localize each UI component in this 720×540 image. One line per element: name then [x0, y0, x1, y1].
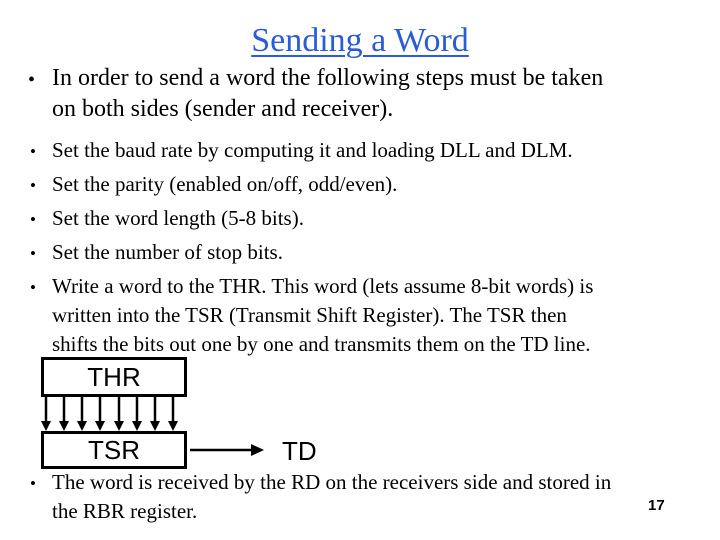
step-line: Set the baud rate by computing it and lo…: [52, 138, 573, 162]
intro-bullet: • In order to send a word the following …: [0, 63, 712, 125]
down-arrows-icon: [41, 397, 178, 431]
right-arrow-icon: [190, 444, 264, 456]
step-line: Set the word length (5-8 bits).: [52, 206, 304, 230]
intro-line: on both sides (sender and receiver).: [52, 96, 394, 122]
tsr-label: TSR: [88, 435, 140, 465]
outro-bullet: • The word is received by the RD on the …: [0, 468, 712, 526]
bullet-icon: •: [30, 244, 36, 263]
outro-line: the RBR register.: [52, 499, 198, 523]
step-line: Write a word to the THR. This word (lets…: [52, 274, 594, 298]
list-item: • Set the number of stop bits.: [0, 238, 712, 267]
bullet-icon: •: [28, 69, 36, 91]
bullet-icon: •: [30, 278, 36, 297]
bullet-icon: •: [30, 474, 36, 493]
bullet-icon: •: [30, 142, 36, 161]
thr-label: THR: [87, 362, 141, 392]
step-line: written into the TSR (Transmit Shift Reg…: [52, 303, 567, 327]
outro-line: The word is received by the RD on the re…: [52, 470, 612, 494]
step-line: Set the number of stop bits.: [52, 240, 283, 264]
step-line: Set the parity (enabled on/off, odd/even…: [52, 172, 398, 196]
list-item: • Set the word length (5-8 bits).: [0, 204, 712, 233]
tsr-register-box: TSR: [41, 431, 187, 469]
intro-line: In order to send a word the following st…: [52, 65, 604, 91]
page-number: 17: [648, 497, 665, 514]
td-label: TD: [282, 436, 317, 466]
step-line: shifts the bits out one by one and trans…: [52, 332, 591, 356]
list-item: • Write a word to the THR. This word (le…: [0, 272, 712, 359]
bullet-icon: •: [30, 210, 36, 229]
list-item: • Set the parity (enabled on/off, odd/ev…: [0, 170, 712, 199]
steps-list: • Set the baud rate by computing it and …: [0, 136, 712, 364]
bullet-icon: •: [30, 176, 36, 195]
slide-title: Sending a Word: [251, 22, 469, 59]
list-item: • Set the baud rate by computing it and …: [0, 136, 712, 165]
